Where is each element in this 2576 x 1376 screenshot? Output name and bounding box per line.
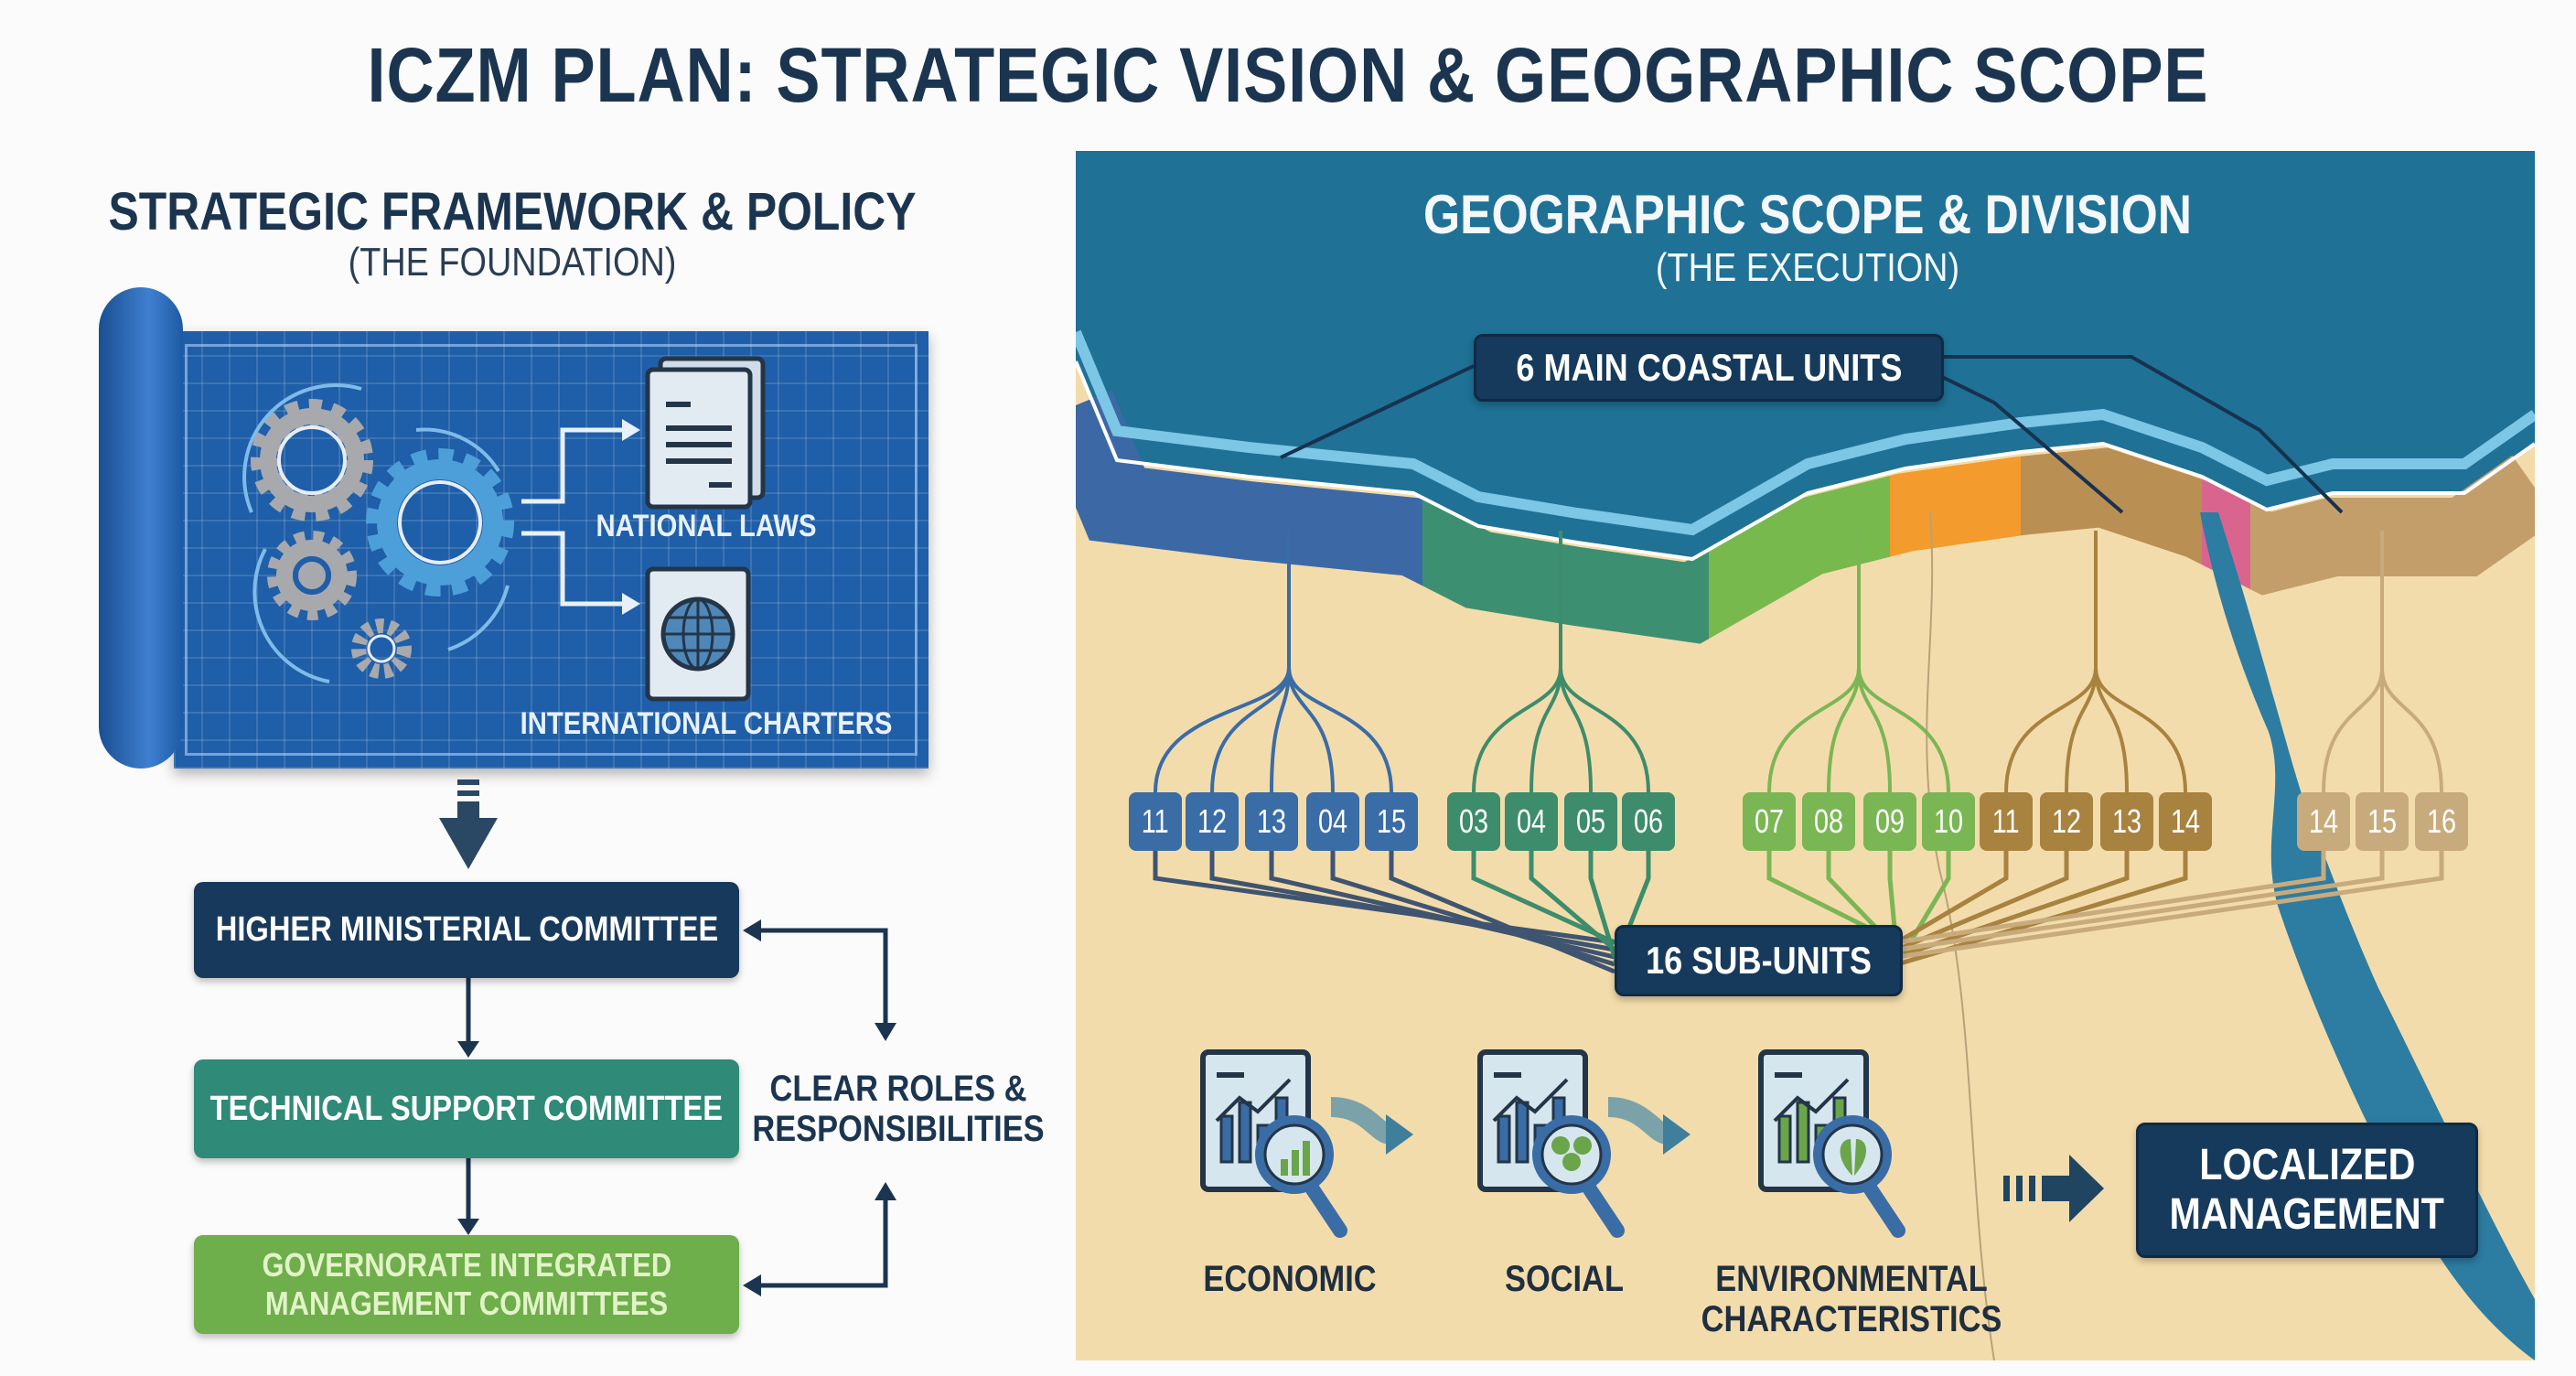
- sub-unit-box: 11: [1980, 792, 2033, 851]
- gear-icon: [267, 531, 357, 620]
- branch-line: [2380, 667, 2443, 793]
- subunit-connector: [1896, 851, 2326, 945]
- flow-arrow-icon: [1607, 1097, 1670, 1145]
- branch-line: [1287, 667, 1393, 793]
- branch-line: [1530, 667, 1562, 793]
- sub-unit-box: 04: [1505, 792, 1558, 851]
- page-title: ICZM PLAN: STRATEGIC VISION & GEOGRAPHIC…: [367, 32, 2209, 118]
- branch-line: [1767, 667, 1861, 793]
- subunit-connector: [1471, 851, 1616, 945]
- gear-icon: [251, 399, 373, 521]
- sub-unit-box: 16: [2415, 792, 2468, 851]
- subunit-connector: [1330, 851, 1615, 967]
- sub-unit-box: 07: [1743, 792, 1796, 851]
- unit-connector: [1280, 364, 1475, 459]
- document-icon: [645, 356, 766, 510]
- people-icon: [1477, 1049, 1625, 1238]
- sub-unit-box: 14: [2297, 792, 2350, 851]
- leaf-icon: [1758, 1049, 1905, 1238]
- subunit-connector: [1766, 851, 1899, 945]
- branch-line: [1154, 667, 1291, 793]
- sub-units-label: 16 SUB-UNITS: [1615, 925, 1903, 996]
- branch-line: [1827, 667, 1861, 793]
- branch-line: [2094, 667, 2129, 793]
- governorate-committees: GOVERNORATE INTEGRATED MANAGEMENT COMMIT…: [194, 1235, 739, 1334]
- geographic-heading: GEOGRAPHIC SCOPE & DIVISION: [1422, 184, 2193, 245]
- coastal-unit-band: [2250, 455, 2535, 596]
- sub-unit-box: 13: [1245, 792, 1298, 851]
- sub-unit-box: 15: [1365, 792, 1418, 851]
- technical-support-committee: TECHNICAL SUPPORT COMMITTEE: [194, 1059, 739, 1158]
- framework-subheading: (THE FOUNDATION): [348, 240, 677, 285]
- branch-line: [2322, 667, 2384, 793]
- gear-icon: [366, 448, 514, 597]
- flow-arrowhead-icon: [1663, 1114, 1690, 1155]
- subunit-connector: [1896, 851, 2385, 952]
- sub-unit-box: 08: [1802, 792, 1855, 851]
- main-coastal-units-label: 6 MAIN COASTAL UNITS: [1474, 334, 1944, 402]
- connector-arrow-icon: [521, 427, 622, 607]
- branch-line: [2004, 667, 2098, 793]
- branch-line: [1857, 667, 1892, 793]
- sub-unit-box: 05: [1564, 792, 1617, 851]
- subunit-connector: [1894, 851, 1951, 966]
- blueprint-roll: [99, 287, 183, 769]
- branch-line: [1287, 667, 1335, 793]
- social-label: SOCIAL: [1505, 1259, 1624, 1299]
- sub-unit-box: 09: [1863, 792, 1916, 851]
- sub-unit-box: 14: [2159, 792, 2212, 851]
- subunit-connector: [1588, 851, 1617, 958]
- sub-unit-box: 11: [1129, 792, 1182, 851]
- branch-line: [1210, 667, 1291, 793]
- sub-unit-box: 06: [1622, 792, 1675, 851]
- subunit-connector: [1896, 851, 2069, 952]
- sub-unit-box: 03: [1447, 792, 1500, 851]
- unit-connector: [1938, 355, 2344, 514]
- outcome-arrow-icon: [2003, 1155, 2104, 1222]
- rotation-arrows-icon: [242, 383, 510, 683]
- economic-label: ECONOMIC: [1203, 1259, 1377, 1299]
- roles-label: CLEAR ROLES &RESPONSIBILITIES: [752, 1069, 1045, 1149]
- subunit-connector: [1895, 851, 2009, 945]
- framework-heading: STRATEGIC FRAMEWORK & POLICY: [108, 182, 917, 242]
- unit-connector: [1937, 373, 2124, 514]
- sub-unit-box: 15: [2356, 792, 2409, 851]
- sub-unit-box: 04: [1306, 792, 1359, 851]
- bar-chart-icon: [1200, 1049, 1347, 1238]
- branch-line: [2094, 667, 2187, 793]
- framework-graphics: [242, 356, 896, 1296]
- branch-line: [1559, 667, 1593, 793]
- flow-arrowhead-icon: [1386, 1114, 1413, 1155]
- down-arrow-icon: [439, 779, 498, 869]
- higher-ministerial-committee: HIGHER MINISTERIAL COMMITTEE: [194, 882, 739, 978]
- branch-line: [2065, 667, 2098, 793]
- localized-management-box: LOCALIZED MANAGEMENT: [2136, 1123, 2478, 1258]
- branch-line: [1559, 667, 1650, 793]
- branch-line: [1472, 667, 1562, 793]
- subunit-connector: [1529, 851, 1616, 951]
- flow-arrow-icon: [466, 928, 888, 1288]
- sub-unit-box: 12: [2040, 792, 2093, 851]
- sub-unit-box: 13: [2100, 792, 2153, 851]
- gear-icon: [351, 618, 412, 679]
- sub-unit-box: 10: [1922, 792, 1975, 851]
- coastal-unit-band: [1076, 390, 1422, 586]
- branch-line: [1270, 667, 1291, 793]
- subunit-connector: [1389, 851, 1615, 974]
- flow-arrow-icon: [1330, 1097, 1393, 1145]
- national-laws-label: NATIONAL LAWS: [596, 509, 817, 543]
- coastal-unit-band: [1709, 475, 1890, 640]
- globe-document-icon: [645, 566, 751, 702]
- branch-line: [1857, 667, 1950, 793]
- geographic-subheading: (THE EXECUTION): [1655, 245, 1960, 290]
- sub-unit-box: 12: [1186, 792, 1239, 851]
- land: [1076, 361, 2535, 1360]
- coastline: [1076, 360, 2535, 562]
- subunit-connector: [1896, 851, 2444, 960]
- international-charters-label: INTERNATIONAL CHARTERS: [520, 706, 893, 741]
